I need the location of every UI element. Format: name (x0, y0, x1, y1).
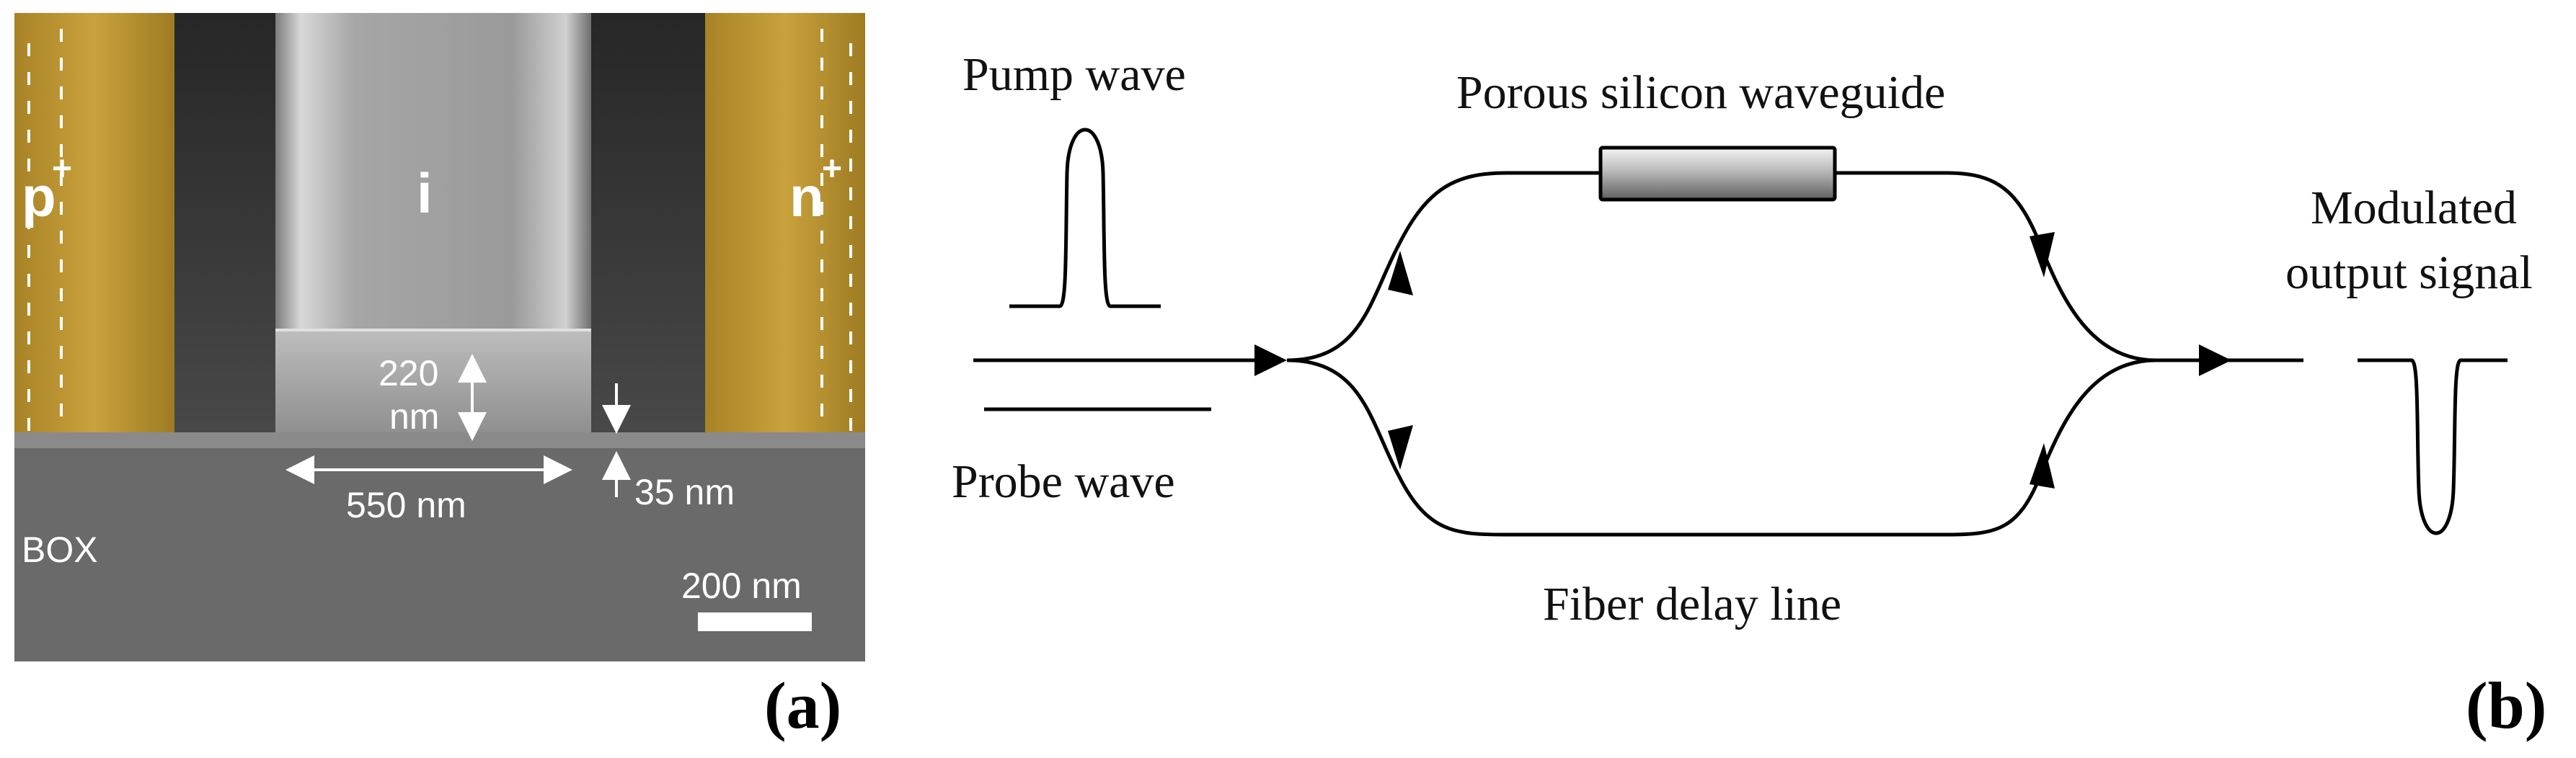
p-region-label: p (22, 165, 56, 228)
delay-line-label: Fiber delay line (1543, 578, 1841, 630)
rib-waveguide (275, 13, 591, 330)
upper-branch-left (1286, 171, 1601, 362)
box-label: BOX (22, 530, 98, 570)
waveguide-label: Porous silicon waveguide (1456, 66, 1945, 119)
panel-b (973, 128, 2508, 537)
pump-wave-label: Pump wave (962, 48, 1186, 101)
porous-silicon-waveguide (1598, 146, 1837, 202)
p-contact-region (14, 13, 174, 452)
right-trench (591, 13, 705, 452)
rib-end-face (275, 330, 591, 445)
width-label: 550 nm (346, 485, 466, 525)
panel-a: p + n + i 220 nm 550 nm 35 nm BOX 200 nm… (14, 13, 865, 742)
scale-bar-label: 200 nm (681, 566, 802, 606)
slab-layer (14, 432, 865, 448)
contact-hatching (27, 29, 852, 432)
pump-pulse (1009, 128, 1161, 308)
slab-label: 35 nm (634, 472, 735, 512)
output-label-line2: output signal (2285, 246, 2533, 299)
panel-b-labels: Pump wave Probe wave Porous silicon wave… (952, 48, 2546, 742)
lower-left-arrow (1388, 425, 1413, 470)
p-region-superscript: + (52, 150, 72, 188)
output-label-line1: Modulated (2311, 182, 2517, 234)
height-label-line2: nm (389, 396, 439, 437)
scale-bar (698, 612, 812, 631)
i-region-label: i (417, 161, 433, 225)
n-region-superscript: + (822, 150, 842, 188)
probe-wave-label: Probe wave (952, 455, 1175, 508)
n-contact-region (705, 13, 865, 452)
lower-right-arrow (2030, 443, 2055, 489)
n-region-label: n (789, 165, 824, 228)
sem-image: p + n + i 220 nm 550 nm 35 nm BOX 200 nm (14, 13, 865, 661)
upper-branch-right (1835, 171, 2156, 362)
panel-b-label: (b) (2466, 669, 2546, 742)
left-trench (174, 13, 275, 452)
output-arrow (2199, 344, 2231, 376)
height-label-line1: 220 (379, 353, 438, 393)
panel-a-label: (a) (764, 669, 841, 742)
upper-right-arrow (2030, 232, 2055, 277)
lower-branch (1286, 358, 2156, 537)
output-dip-pulse (2358, 358, 2508, 535)
input-arrow (1254, 344, 1287, 376)
upper-left-arrow (1388, 251, 1413, 295)
